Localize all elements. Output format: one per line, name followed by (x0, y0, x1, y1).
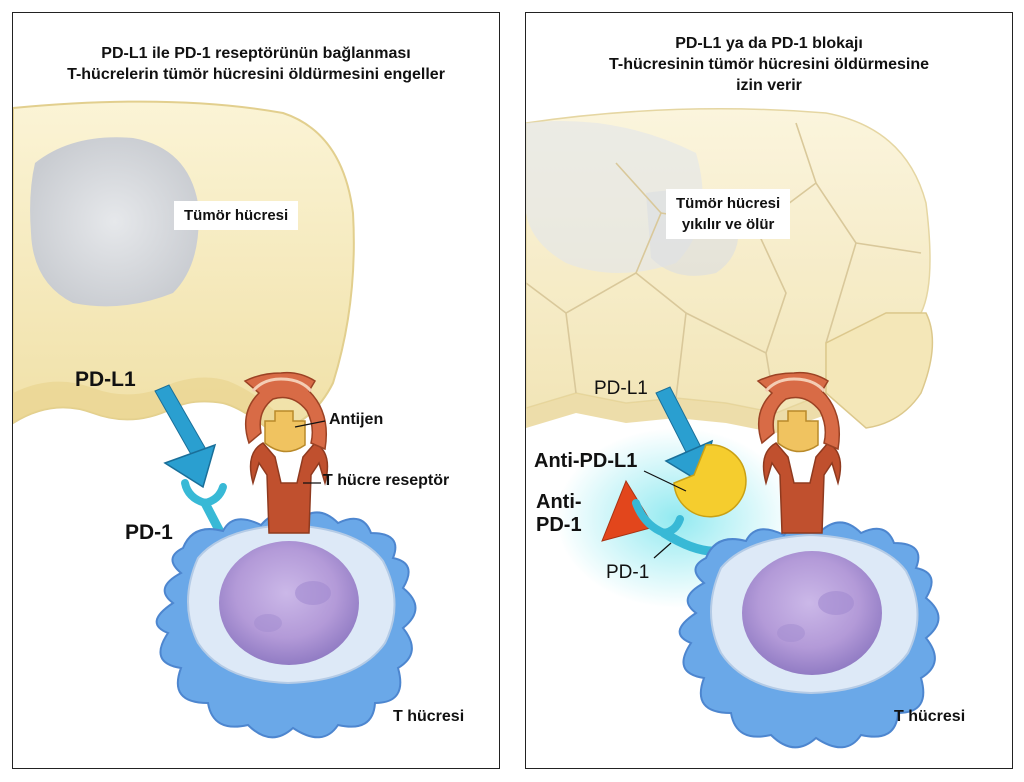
pd1-label: PD-1 (606, 562, 650, 583)
left-title: PD-L1 ile PD-1 reseptörünün bağlanması T… (13, 43, 499, 85)
left-illustration (13, 100, 417, 739)
destroyed-tumor-cell-label: Tümör hücresi yıkılır ve ölür (666, 189, 791, 239)
pd1-leader (653, 542, 672, 559)
left-title-line-2: T-hücrelerin tümör hücresini öldürmesini… (67, 66, 445, 83)
destroyed-tumor-label-line-1: Tümör hücresi (676, 195, 781, 212)
anti-pdl1-antibody (673, 444, 747, 518)
antigen-label: Antijen (329, 411, 384, 428)
anti-pd1-label-line-2: PD-1 (536, 514, 582, 536)
t-cell (678, 521, 940, 749)
t-cell-nucleus (219, 541, 359, 665)
t-cell (155, 511, 417, 739)
pd1-label: PD-1 (125, 521, 173, 544)
anti-pdl1-label: Anti-PD-L1 (534, 450, 638, 472)
destroyed-tumor-cell (526, 108, 934, 433)
destroyed-tumor-label-line-2: yıkılır ve ölür (681, 216, 775, 233)
tumor-cell (13, 100, 355, 435)
t-cell-label: T hücresi (393, 708, 465, 725)
right-title: PD-L1 ya da PD-1 blokajı T-hücresinin tü… (526, 33, 1012, 96)
t-cell-label: T hücresi (894, 708, 966, 725)
antigen (264, 410, 306, 453)
anti-pdl1-leader (643, 470, 687, 492)
left-title-line-1: PD-L1 ile PD-1 reseptörünün bağlanması (101, 45, 411, 62)
pdl1-label: PD-L1 (75, 368, 136, 391)
tumor-nucleus (30, 137, 199, 307)
anti-pd1-label: Anti- PD-1 (536, 491, 582, 537)
right-title-line-1: PD-L1 ya da PD-1 blokajı (675, 35, 863, 52)
t-cell-receptor (243, 371, 329, 534)
pdl1-label: PD-L1 (594, 378, 648, 399)
t-cell-receptor (756, 371, 842, 534)
tumor-cell-label: Tümör hücresi (174, 201, 299, 230)
right-panel: PD-L1 ya da PD-1 blokajı T-hücresinin tü… (525, 12, 1013, 769)
right-title-line-3: izin verir (736, 77, 802, 94)
anti-pd1-label-line-1: Anti- (536, 491, 582, 513)
left-panel: PD-L1 ile PD-1 reseptörünün bağlanması T… (12, 12, 500, 769)
pdl1-receptor (154, 384, 217, 489)
antigen (777, 410, 819, 453)
t-cell-receptor-label: T hücre reseptör (323, 472, 450, 489)
right-illustration (526, 108, 940, 749)
t-cell-nucleus (742, 551, 882, 675)
right-title-line-2: T-hücresinin tümör hücresini öldürmesine (608, 56, 930, 73)
